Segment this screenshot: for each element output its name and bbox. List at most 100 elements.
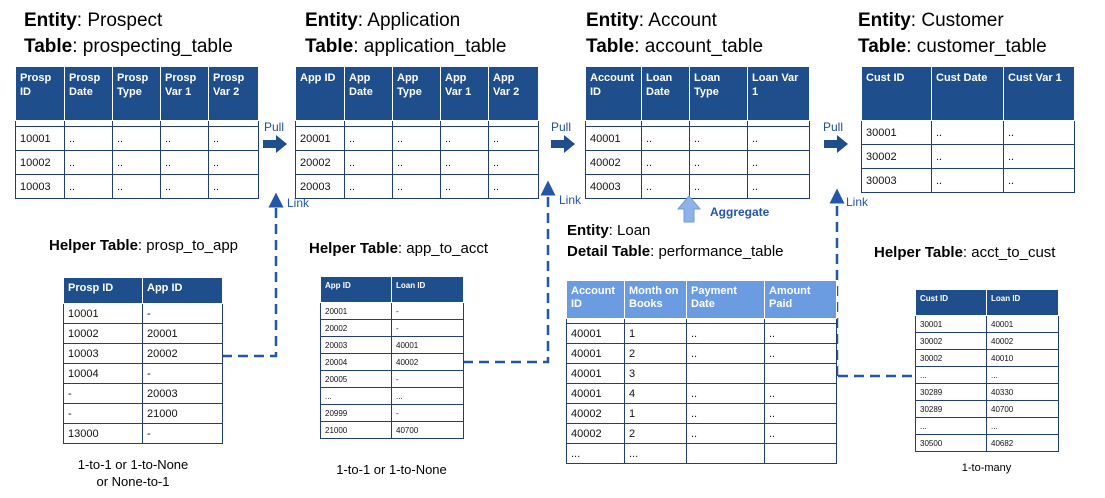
table-cell: 40001: [391, 336, 464, 354]
table-header-row: Cust ID Loan ID: [915, 289, 1059, 316]
column-header: Loan Var 1: [747, 66, 810, 121]
table-cell: 20003: [295, 174, 345, 199]
table-cell: [764, 363, 837, 384]
column-header: Cust ID: [915, 289, 987, 316]
link-line-app-to-acct: [463, 180, 556, 364]
table-cell: ..: [689, 174, 748, 199]
pull-arrow-icon: [551, 135, 575, 153]
table-header-row: Account ID Month on Books Payment Date A…: [566, 280, 837, 319]
column-header: App Var 2: [488, 66, 539, 121]
table-cell: ..: [764, 323, 837, 344]
table-cell: 10002: [63, 323, 143, 344]
table-cell: 20005: [320, 370, 392, 388]
loan-entity-title: Entity: Loan Detail Table: performance_t…: [567, 222, 784, 260]
table-row: ......: [915, 366, 1059, 384]
column-header: App Date: [344, 66, 393, 121]
column-header: Account ID: [585, 66, 642, 121]
table-row: 10001-: [63, 303, 223, 324]
table-cell: ..: [641, 126, 690, 151]
table-cell: 30002: [915, 332, 987, 350]
table-cell: 40001: [566, 343, 625, 364]
table-cell: 3: [624, 363, 687, 384]
table-cell: 20002: [142, 343, 223, 364]
column-header: Loan Type: [689, 66, 748, 121]
column-header: Loan ID: [986, 289, 1059, 316]
table-cell: -: [142, 303, 223, 324]
table-cell: ...: [986, 366, 1059, 384]
table-row: 13000-: [63, 423, 223, 444]
column-header: Prosp ID: [15, 66, 65, 121]
table-cell: 10003: [63, 343, 143, 364]
table-cell: ..: [160, 174, 209, 199]
table-header-row: Prosp ID Prosp Date Prosp Type Prosp Var…: [15, 66, 259, 121]
table-cell: ..: [1003, 144, 1075, 169]
helper-title-prosp-to-app: Helper Table: prosp_to_app: [49, 237, 239, 254]
table-cell: 40002: [986, 332, 1059, 350]
table-row: ......: [320, 387, 464, 405]
link-label: Link: [287, 196, 310, 210]
table-cell: 30001: [915, 315, 987, 333]
table-cell: 2: [624, 343, 687, 364]
table-cell: 20999: [320, 404, 392, 422]
column-header: Cust Date: [931, 66, 1004, 121]
table-cell: 30002: [861, 144, 932, 169]
column-header: App ID: [320, 276, 392, 303]
column-header: Prosp Var 1: [160, 66, 209, 121]
column-header: App Type: [392, 66, 441, 121]
table-cell: ..: [686, 323, 765, 344]
link-label: Link: [846, 195, 869, 209]
table-cell: 20004: [320, 353, 392, 371]
table-header-row: Cust ID Cust Date Cust Var 1: [861, 66, 1075, 121]
table-cell: -: [63, 383, 143, 404]
table-row: 20005-: [320, 370, 464, 388]
table-cell: 30002: [915, 349, 987, 367]
table-cell: ..: [764, 383, 837, 404]
column-header: App ID: [295, 66, 345, 121]
table-cell: 40001: [566, 323, 625, 344]
pull-arrow-icon: [824, 135, 848, 153]
application-table: App ID App Date App Type App Var 1 App V…: [295, 66, 539, 199]
table-cell: ...: [566, 443, 625, 464]
table-row: -21000: [63, 403, 223, 424]
column-header: Month on Books: [624, 280, 687, 319]
table-cell: 40700: [391, 421, 464, 439]
table-cell: [686, 363, 765, 384]
link-line-acct-to-cust: [837, 196, 914, 378]
column-header: Payment Date: [686, 280, 765, 319]
table-cell: 40001: [566, 363, 625, 384]
table-cell: 40001: [986, 315, 1059, 333]
table-cell: 40010: [986, 349, 1059, 367]
customer-entity-title: Entity: Customer Table: customer_table: [858, 10, 1047, 57]
table-cell: 40001: [566, 383, 625, 404]
table-cell: -: [391, 319, 464, 337]
table-row: 10004-: [63, 363, 223, 384]
table-cell: ..: [160, 126, 209, 151]
table-cell: 30289: [915, 383, 987, 401]
column-header: Account ID: [566, 280, 625, 319]
table-cell: ..: [747, 174, 810, 199]
table-cell: ..: [686, 423, 765, 444]
table-cell: 30500: [915, 434, 987, 452]
table-row: 10002 .. .. .. ..: [15, 150, 259, 175]
table-cell: ..: [689, 150, 748, 175]
link-line-prosp-to-app: [222, 192, 284, 358]
table-cell: -: [63, 403, 143, 424]
account-entity-title: Entity: Account Table: account_table: [586, 10, 764, 57]
table-cell: 1: [624, 323, 687, 344]
table-cell: ..: [764, 403, 837, 424]
table-cell: 30003: [861, 168, 932, 193]
table-cell: 13000: [63, 423, 143, 444]
table-header-row: App ID Loan ID: [320, 276, 464, 303]
table-cell: [764, 443, 837, 464]
table-row: 40002 .. .. ..: [585, 150, 810, 175]
table-cell: ...: [391, 387, 464, 405]
